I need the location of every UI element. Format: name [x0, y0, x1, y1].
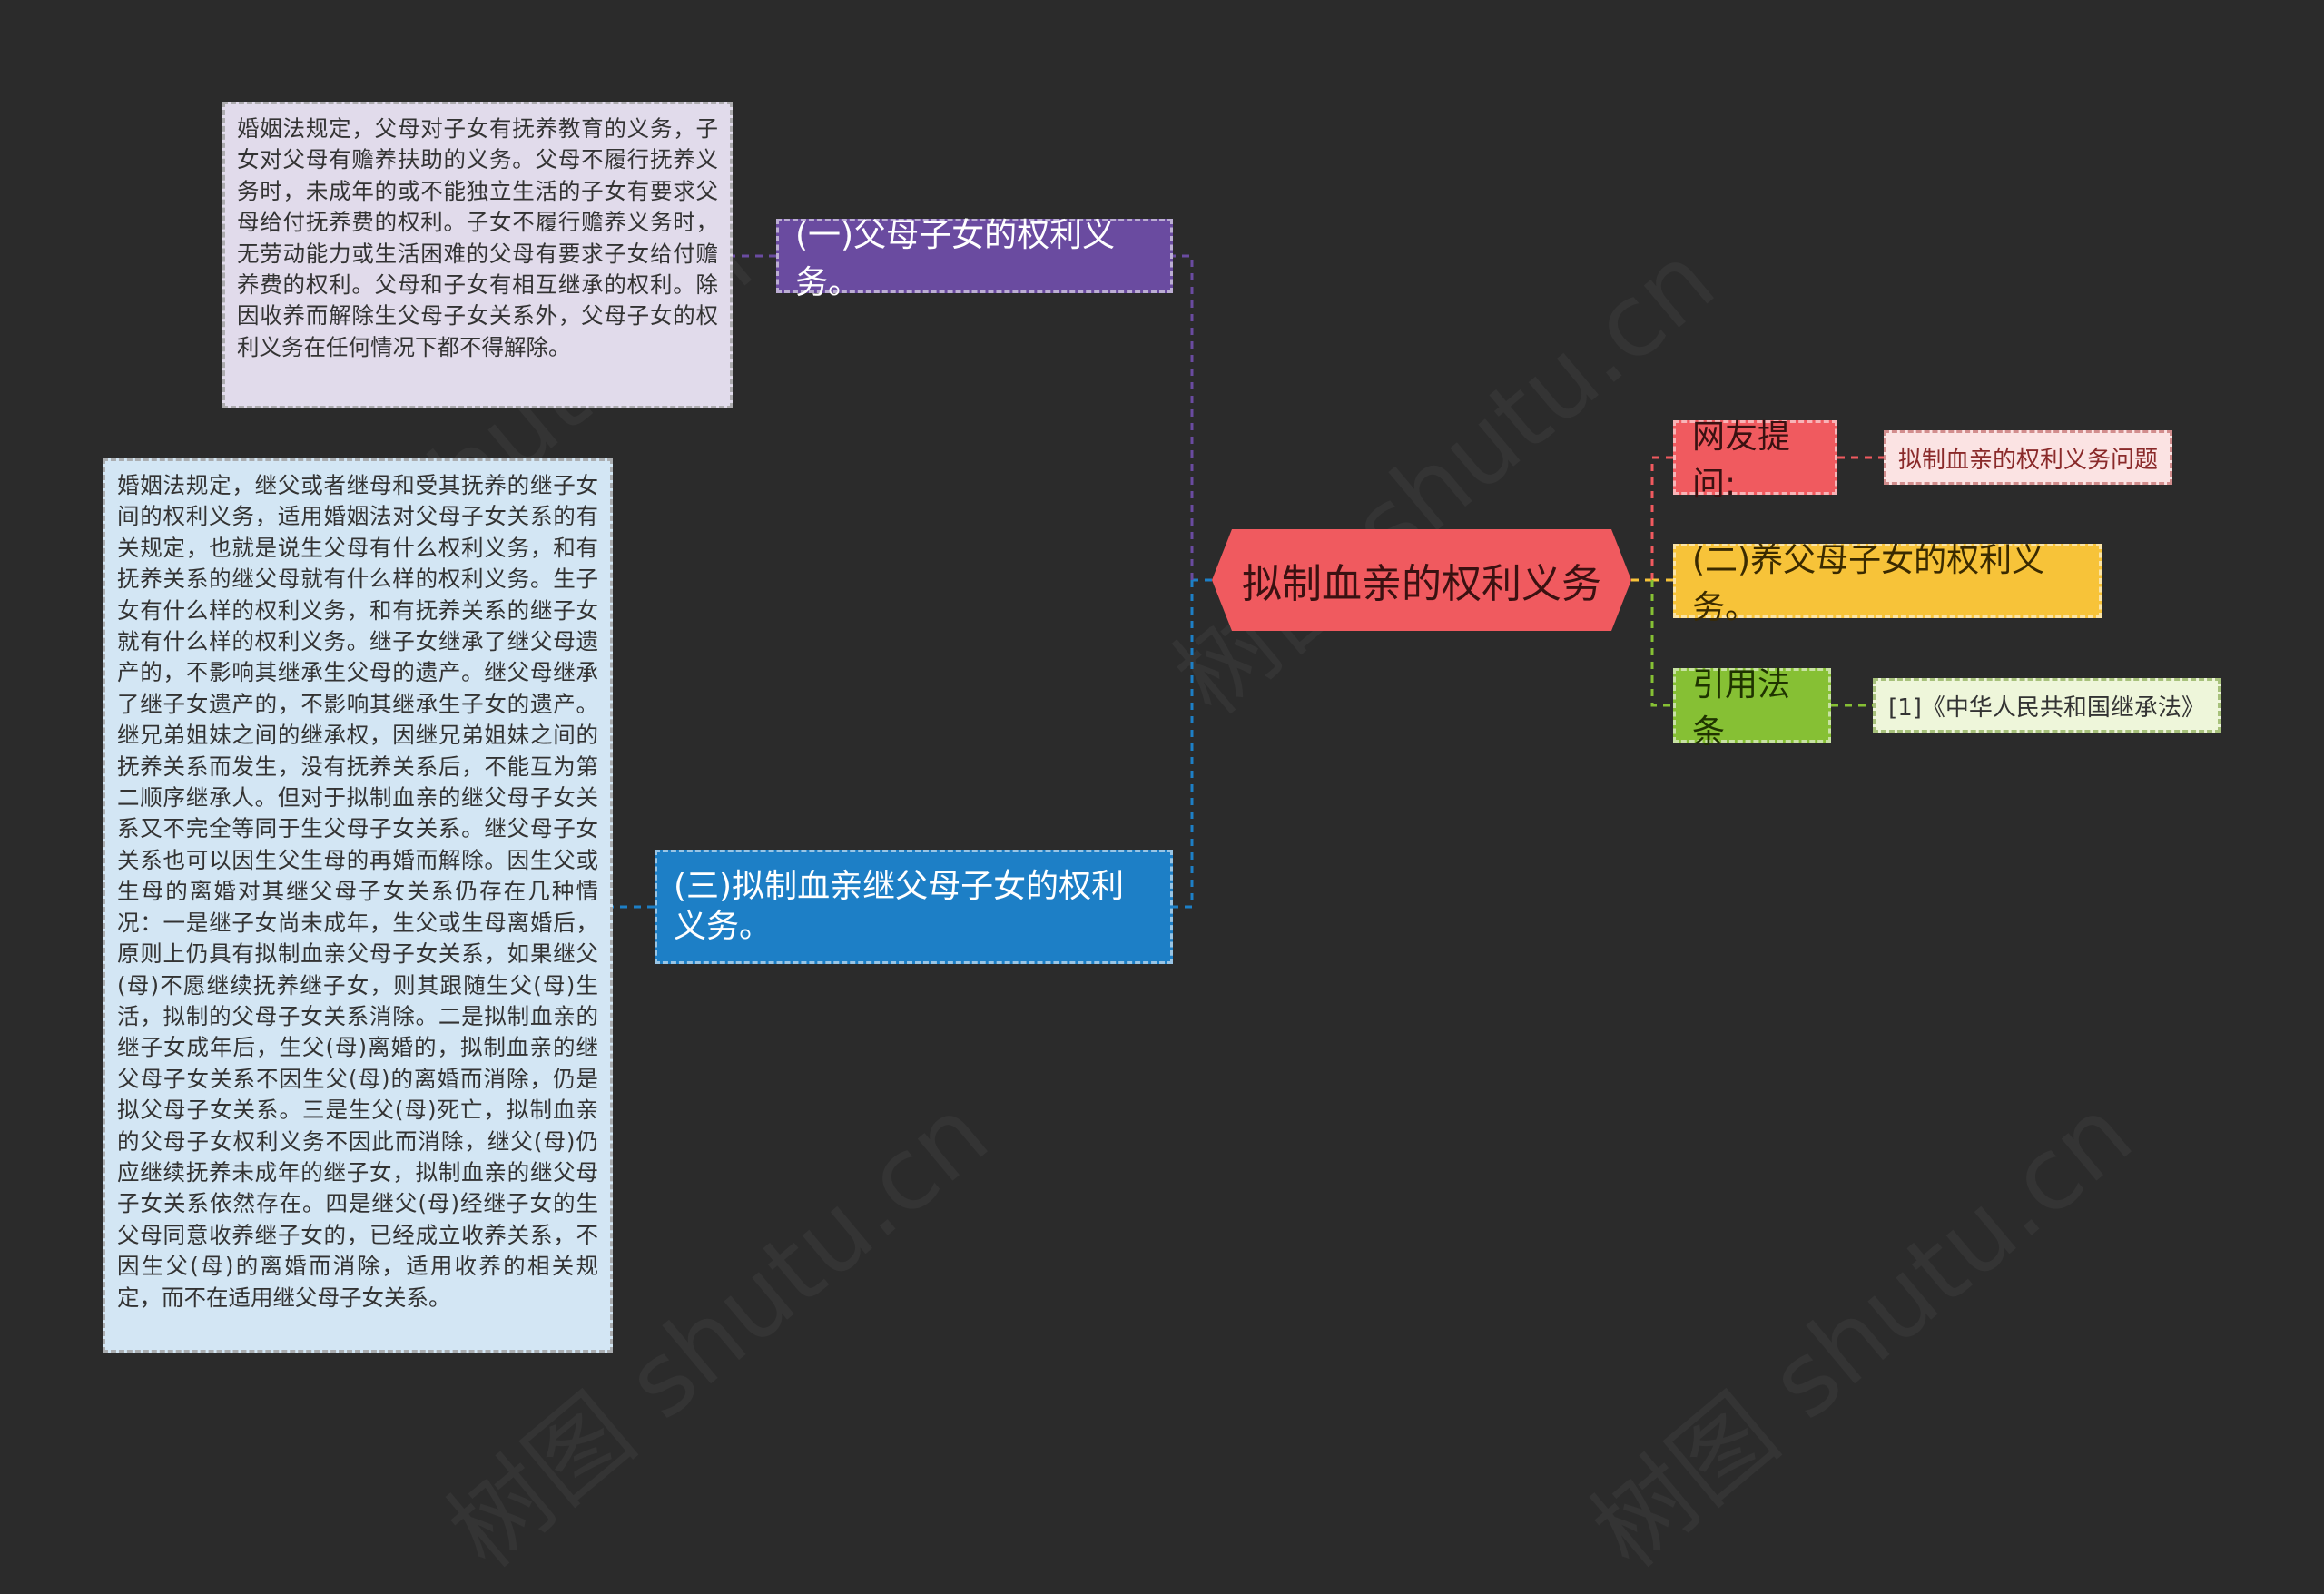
branch-node-cited-law[interactable]: 引用法条	[1673, 666, 1831, 751]
note-text: 婚姻法规定，继父或者继母和受其抚养的继子女间的权利义务，适用婚姻法对父母子女关系…	[117, 472, 598, 1311]
connector-spine-b1	[1173, 254, 1194, 580]
connector-spine-cite	[1650, 580, 1673, 707]
leaf-node-question[interactable]: 拟制血亲的权利义务问题	[1884, 430, 2172, 485]
watermark: 树图 shutu.cn	[1138, 203, 1739, 741]
node-label: (二)养父母子女的权利义务。	[1692, 542, 2045, 626]
branch-node-netizen-question[interactable]: 网友提问:	[1673, 418, 1837, 503]
root-node[interactable]: 拟制血亲的权利义务	[1212, 529, 1631, 631]
mind-map-canvas: 树图 shutu.cn 树图 shutu.cn 树图 shutu.cn 树图 s…	[103, 102, 2221, 1353]
leaf-node-law-reference[interactable]: [1]《中华人民共和国继承法》	[1873, 678, 2221, 733]
watermark: 树图 shutu.cn	[1556, 1057, 2157, 1594]
branch-node-parent-child[interactable]: (一)父母子女的权利义务。	[776, 217, 1173, 301]
note-text: 婚姻法规定，父母对子女有抚养教育的义务，子女对父母有赡养扶助的义务。父母不履行抚…	[237, 115, 718, 360]
branch-node-step-parent-child[interactable]: (三)拟制血亲继父母子女的权利义务。	[655, 850, 1173, 964]
node-label: (三)拟制血亲继父母子女的权利义务。	[674, 868, 1125, 945]
note-step-parent-child-duties: 婚姻法规定，继父或者继母和受其抚养的继子女间的权利义务，适用婚姻法对父母子女关系…	[103, 458, 613, 1353]
note-parent-child-duties: 婚姻法规定，父母对子女有抚养教育的义务，子女对父母有赡养扶助的义务。父母不履行抚…	[222, 102, 733, 408]
node-label: (一)父母子女的权利义务。	[795, 217, 1116, 301]
node-label: [1]《中华人民共和国继承法》	[1888, 694, 2205, 722]
connector-spine-netizen	[1650, 456, 1673, 580]
node-label: 拟制血亲的权利义务问题	[1897, 446, 2158, 474]
branch-node-adoptive-parent-child[interactable]: (二)养父母子女的权利义务。	[1673, 542, 2102, 626]
node-label: 网友提问:	[1692, 418, 1791, 503]
root-label: 拟制血亲的权利义务	[1242, 561, 1601, 607]
node-label: 引用法条	[1692, 666, 1791, 751]
